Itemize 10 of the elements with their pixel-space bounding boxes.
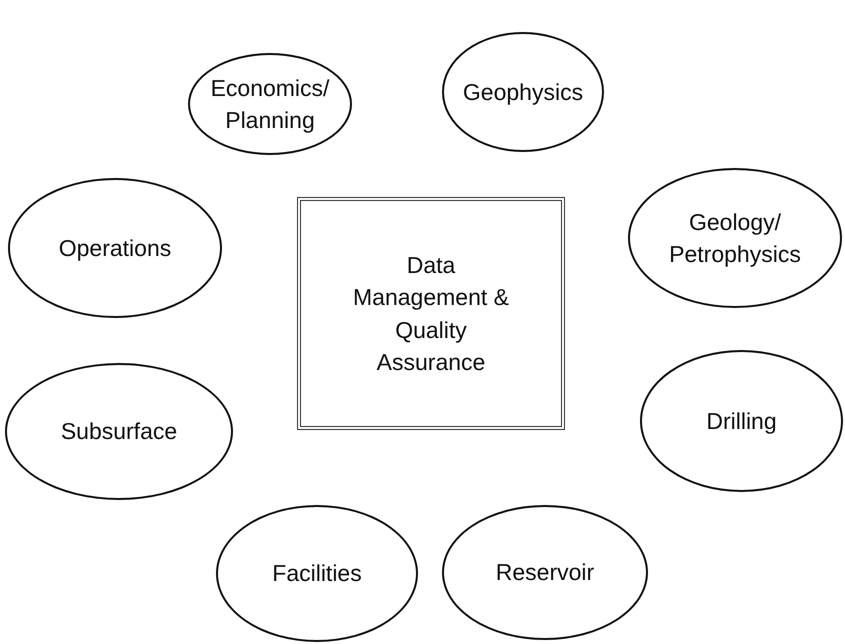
node-label: Geology/ Petrophysics	[668, 208, 802, 269]
node-label: Geophysics	[462, 78, 584, 107]
center-box	[297, 197, 565, 430]
node-label: Drilling	[706, 406, 777, 436]
node-label: Reservoir	[496, 558, 594, 588]
node-label: Facilities	[272, 559, 362, 588]
node-label: Subsurface	[60, 417, 178, 446]
node-label: Economics/ Planning	[210, 74, 330, 135]
node-label: Operations	[58, 234, 172, 263]
node-label: Data Management & Quality Assurance	[352, 251, 510, 377]
